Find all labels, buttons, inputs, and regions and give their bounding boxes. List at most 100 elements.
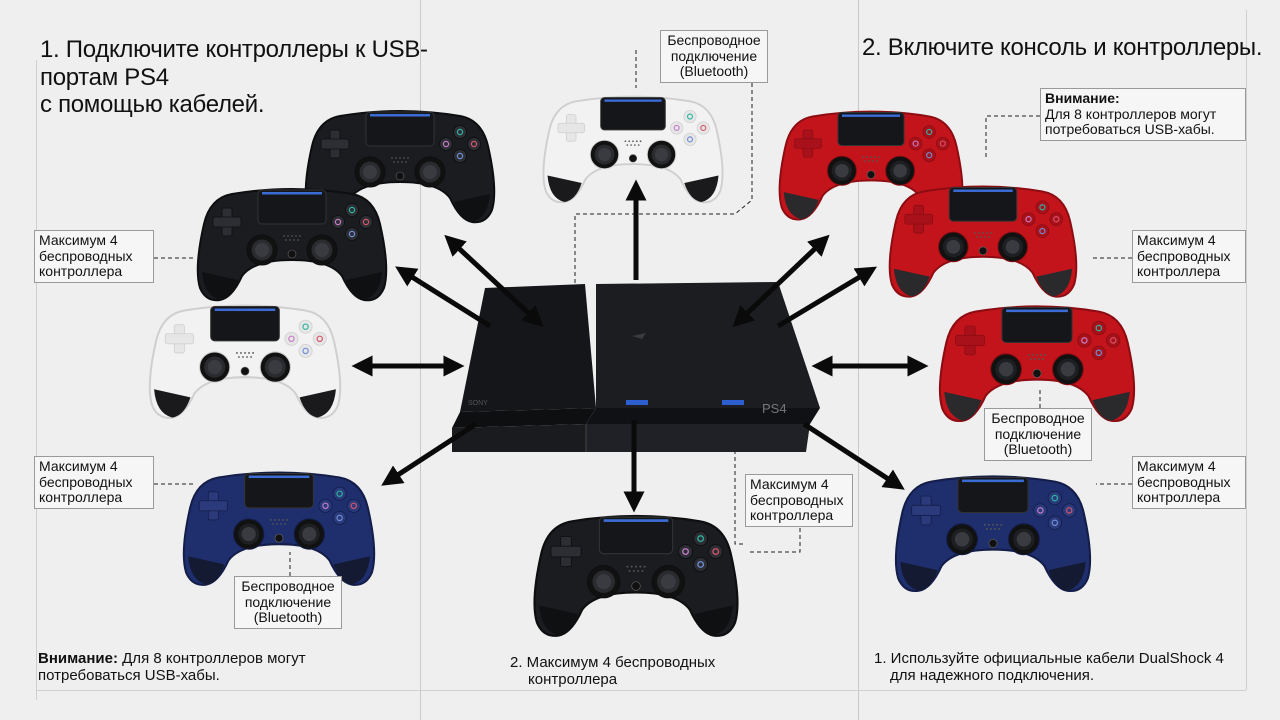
dpad	[904, 204, 933, 234]
face-buttons	[284, 319, 327, 358]
face-buttons	[1033, 490, 1077, 530]
callout-line: Максимум 4	[1137, 232, 1216, 248]
controller-grip-left	[893, 268, 930, 297]
controller-grip-right	[684, 175, 719, 203]
speaker-grill	[270, 519, 288, 525]
light-bar	[841, 114, 901, 117]
controller-grip-left	[900, 561, 938, 591]
callout-line: контроллера	[750, 507, 834, 524]
footer-right-line-1: 1. Используйте официальные кабели DualSh…	[874, 650, 1224, 667]
ps-button	[395, 171, 405, 181]
callout-line: беспроводных	[1137, 247, 1231, 264]
dashed-leaders	[154, 50, 1132, 576]
arrow-right-mid	[776, 266, 878, 329]
console-model: PS4	[762, 401, 787, 416]
footer-note-center: 2. Максимум 4 беспроводных контроллера	[510, 654, 715, 689]
arrow-left-down	[381, 421, 478, 486]
ps-button	[240, 366, 250, 376]
touchpad	[837, 112, 905, 146]
dpad	[550, 536, 582, 568]
bluetooth-callout-left: Беспроводное подключение (Bluetooth)	[234, 576, 342, 630]
callout-line: подключение	[244, 593, 332, 610]
arrow-left-mid	[395, 266, 492, 329]
dpad	[955, 325, 985, 356]
controller-grip-left	[202, 272, 238, 300]
left-title-line-1: 1. Подключите контроллеры к USB-	[40, 36, 428, 63]
bluetooth-callout-top: Беспроводное подключение (Bluetooth)	[660, 30, 768, 84]
controller-right-4	[894, 475, 1092, 593]
controller-grip-left	[783, 192, 819, 220]
footer-note-right: 1. Используйте официальные кабели DualSh…	[874, 650, 1224, 685]
dpad	[320, 129, 350, 159]
face-buttons	[439, 125, 481, 163]
controller-grip-left	[188, 556, 225, 585]
max4-callout-right-bottom: Максимум 4 беспроводных контроллера	[1132, 456, 1246, 510]
touchpad	[957, 476, 1029, 514]
controller-grip-right	[454, 194, 490, 222]
controller-left-2	[196, 188, 388, 302]
speaker-grill	[236, 352, 254, 358]
frame-left	[36, 60, 37, 700]
max4-callout-right-top: Максимум 4 беспроводных контроллера	[1132, 230, 1246, 284]
controller-grip-right	[1036, 268, 1073, 297]
footer-left-line-1: Для 8 контроллеров могут	[117, 650, 306, 667]
controller-left-3	[148, 304, 342, 419]
light-bar	[262, 192, 322, 195]
light-bar	[248, 475, 310, 479]
ps-button	[866, 170, 876, 179]
speaker-grill	[391, 157, 409, 163]
touchpad	[948, 187, 1018, 222]
touchpad	[244, 472, 314, 509]
light-bar	[370, 114, 430, 117]
touchpad	[600, 97, 666, 131]
callout-line: контроллера	[39, 263, 123, 280]
callout-line: контроллера	[1137, 263, 1221, 280]
callout-line: Максимум 4	[39, 232, 118, 248]
face-buttons	[1021, 200, 1064, 238]
controller-top-center	[542, 95, 724, 204]
callout-line: беспроводных	[39, 247, 133, 264]
controller-grip-left	[547, 175, 582, 203]
touchpad	[257, 189, 327, 225]
speaker-grill	[1027, 353, 1047, 360]
controller-grip-right	[1092, 391, 1130, 421]
controller-grip-left	[154, 389, 191, 418]
callout-line: Беспроводное	[667, 32, 761, 48]
light-bar	[604, 99, 662, 102]
dpad	[212, 207, 242, 237]
left-title-line-3: с помощью кабелей.	[40, 91, 265, 119]
arrow-right-top	[732, 234, 830, 328]
ps-button	[978, 246, 988, 256]
face-buttons	[1077, 320, 1121, 360]
callout-line: (Bluetooth)	[1003, 441, 1073, 458]
arrow-right-down	[802, 421, 905, 490]
face-buttons	[678, 531, 724, 572]
face-buttons	[331, 203, 373, 241]
face-buttons	[318, 486, 361, 525]
callout-line: Максимум 4	[1137, 458, 1216, 474]
light-bar	[603, 519, 669, 522]
ps-button	[631, 581, 641, 591]
left-title-line-2: портам PS4	[40, 63, 169, 91]
touchpad	[598, 516, 674, 555]
max4-callout-left-bottom: Максимум 4 беспроводных контроллера	[34, 456, 154, 510]
ps-button	[1032, 368, 1042, 378]
light-bar	[214, 308, 276, 312]
controller-grip-right	[1048, 561, 1086, 591]
callout-line: Беспроводное	[991, 410, 1085, 426]
warning-callout-right: Внимание: Для 8 контроллеров могут потре…	[1040, 88, 1246, 142]
controller-grip-left	[539, 605, 578, 636]
callout-line: подключение	[670, 47, 758, 64]
light-bar	[962, 479, 1024, 483]
controller-grip-right	[694, 605, 733, 636]
controller-right-1	[778, 110, 964, 221]
controller-bottom-center	[533, 514, 739, 637]
ps-button	[988, 538, 998, 548]
light-bar	[953, 189, 1013, 192]
left-title: 1. Подключите контроллеры к USB- портам …	[40, 36, 428, 119]
footer-center-line-2: контроллера	[528, 671, 618, 689]
dpad	[557, 114, 585, 142]
controller-right-3	[938, 305, 1136, 423]
